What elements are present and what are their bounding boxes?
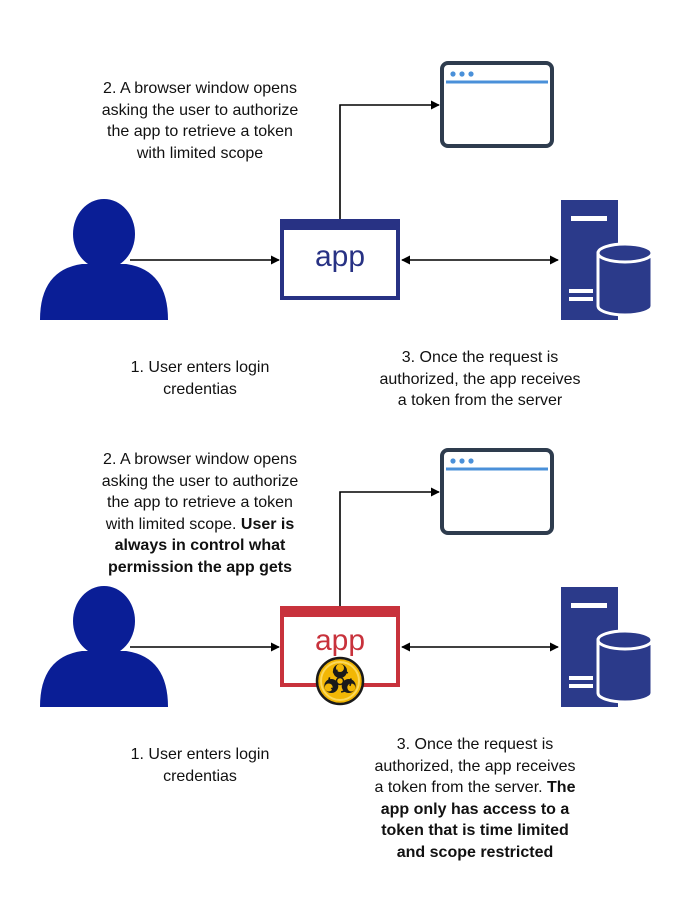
- user-icon: [40, 586, 168, 707]
- app-label: app: [315, 624, 365, 657]
- arrow-app-to-browser: [339, 100, 440, 219]
- browser-window-icon: [440, 448, 554, 535]
- bottom-step1-text: 1. User enters login credentias: [130, 746, 270, 785]
- top-step2-text: 2. A browser window opens asking the use…: [101, 80, 299, 162]
- bottom-step3-text: 3. Once the request is authorized, the a…: [374, 736, 576, 861]
- app-label: app: [315, 240, 365, 273]
- bottom-flow: app: [40, 448, 654, 707]
- server-database-icon: [561, 200, 654, 320]
- top-step1-text: 1. User enters login credentias: [130, 359, 270, 398]
- biohazard-icon: [315, 656, 365, 706]
- top-flow: app: [40, 61, 654, 320]
- app-window: app: [280, 219, 400, 300]
- user-icon: [40, 199, 168, 320]
- arrow-app-to-browser: [339, 487, 440, 606]
- top-step3-text: 3. Once the request is authorized, the a…: [379, 349, 581, 409]
- server-database-icon: [561, 587, 654, 707]
- bottom-step2-text: 2. A browser window opens asking the use…: [101, 451, 299, 576]
- browser-window-icon: [440, 61, 554, 148]
